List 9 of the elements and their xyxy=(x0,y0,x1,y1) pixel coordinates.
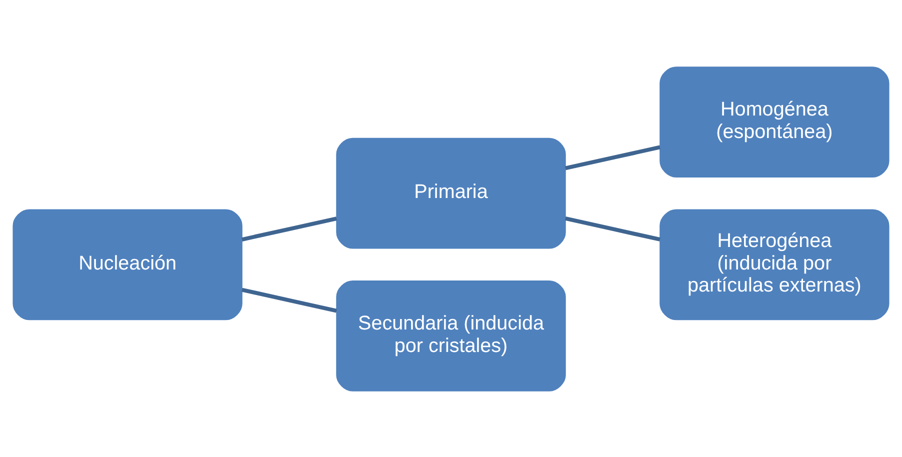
node-box: Secundaria (inducida por cristales) xyxy=(336,280,566,391)
node-box: Heterogénea (inducida por partículas externas) xyxy=(660,208,890,320)
node-box: Primaria xyxy=(336,137,566,248)
node-box: Homogénea (espontánea) xyxy=(660,66,890,178)
connector xyxy=(242,216,337,241)
node-box: Nucleación xyxy=(12,208,242,320)
connector xyxy=(564,144,660,170)
connector xyxy=(564,216,660,241)
connector xyxy=(242,287,337,312)
